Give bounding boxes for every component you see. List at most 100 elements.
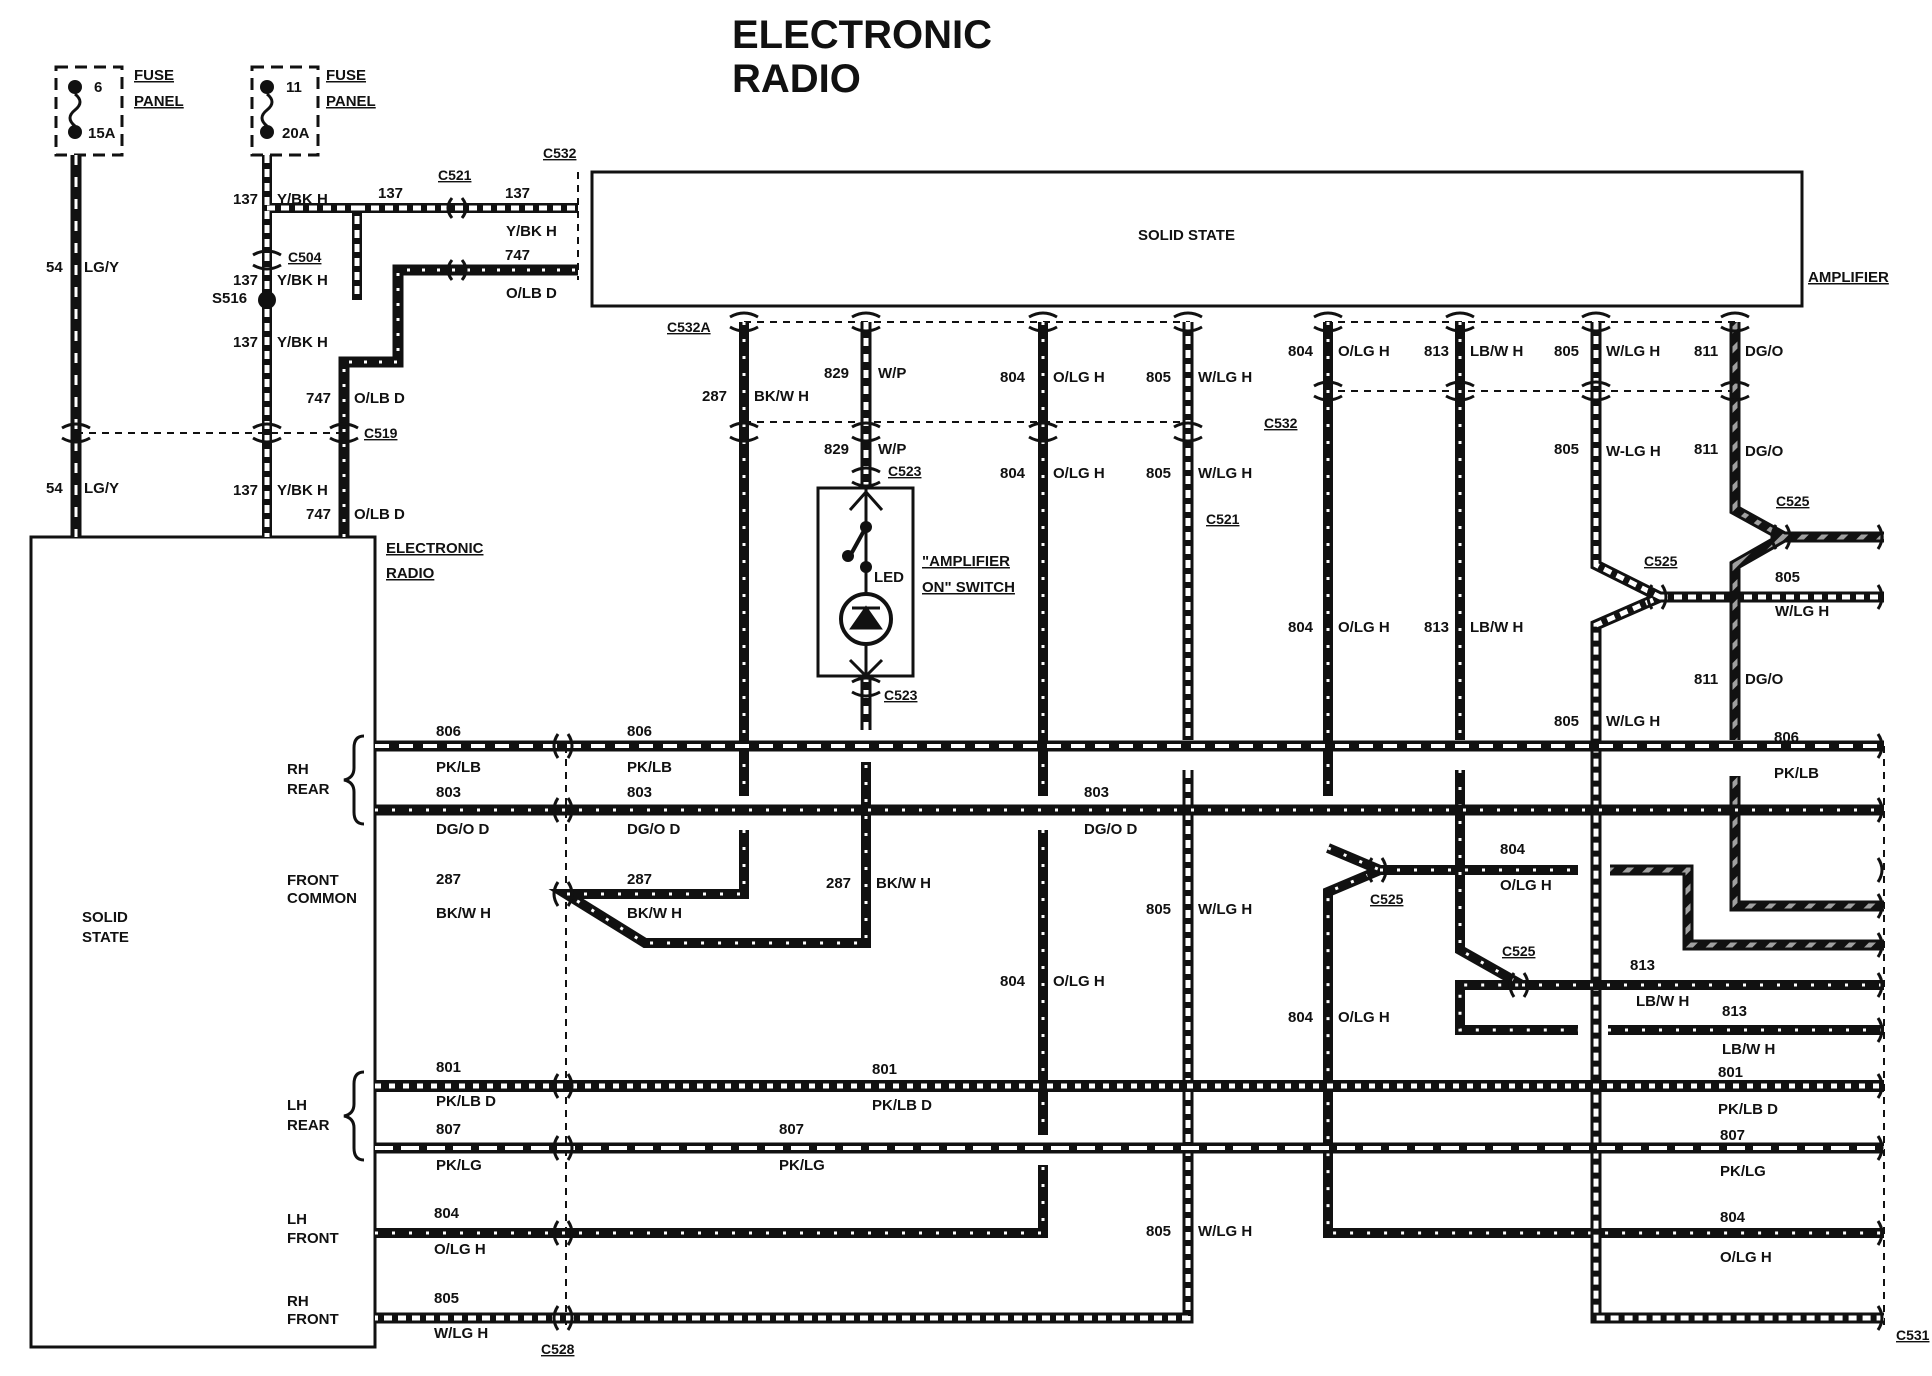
svg-text:829: 829 — [824, 365, 849, 382]
connector-c525-a: C525 — [1776, 493, 1810, 509]
svg-text:15A: 15A — [88, 125, 116, 142]
svg-text:O/LG H: O/LG H — [1500, 877, 1552, 894]
connector-c521: C521 — [438, 167, 472, 183]
svg-text:RH: RH — [287, 761, 309, 778]
svg-text:COMMON: COMMON — [287, 890, 357, 907]
svg-text:FRONT: FRONT — [287, 1311, 339, 1328]
svg-text:804: 804 — [1500, 841, 1526, 858]
amplifier-on-switch: LED — [816, 486, 915, 679]
svg-text:11: 11 — [286, 79, 302, 96]
svg-text:PK/LB D: PK/LB D — [436, 1093, 496, 1110]
svg-text:Y/BK H: Y/BK H — [277, 272, 328, 289]
connector-c528: C528 — [541, 1341, 575, 1357]
svg-text:806: 806 — [436, 723, 461, 740]
svg-text:137: 137 — [233, 482, 258, 499]
connector-c532: C532 — [543, 145, 577, 161]
svg-text:PK/LB: PK/LB — [1774, 765, 1819, 782]
svg-text:W/LG H: W/LG H — [1606, 713, 1660, 730]
fuse-panel-label-1: FUSE PANEL — [134, 67, 184, 110]
svg-text:PK/LG: PK/LG — [436, 1157, 482, 1174]
svg-text:801: 801 — [1718, 1064, 1743, 1081]
connector-c525-b: C525 — [1644, 553, 1678, 569]
svg-text:805: 805 — [1554, 343, 1579, 360]
wire-804 — [375, 322, 1884, 1238]
svg-text:804: 804 — [1720, 1209, 1746, 1226]
svg-text:804: 804 — [1000, 973, 1026, 990]
svg-text:BK/W H: BK/W H — [876, 875, 931, 892]
svg-text:DG/O: DG/O — [1745, 671, 1784, 688]
svg-text:803: 803 — [627, 784, 652, 801]
connector-c532-right: C532 — [1264, 415, 1298, 431]
connector-c523-bottom: C523 — [884, 687, 918, 703]
connector-c531: C531 — [1896, 1327, 1930, 1343]
svg-text:W/P: W/P — [878, 441, 906, 458]
svg-text:Y/BK H: Y/BK H — [506, 223, 557, 240]
svg-text:BK/W H: BK/W H — [627, 905, 682, 922]
svg-text:DG/O: DG/O — [1745, 443, 1784, 460]
svg-text:801: 801 — [436, 1059, 461, 1076]
svg-text:O/LG H: O/LG H — [1053, 369, 1105, 386]
diagram-title: ELECTRONIC RADIO — [732, 13, 992, 101]
svg-text:W/LG H: W/LG H — [1198, 465, 1252, 482]
connector-c504: C504 — [288, 249, 322, 265]
amplifier-on-switch-label: "AMPLIFIER ON" SWITCH — [922, 553, 1015, 596]
wire-813 — [1455, 322, 1884, 1035]
svg-text:REAR: REAR — [287, 1117, 330, 1134]
svg-text:LH: LH — [287, 1211, 307, 1228]
connector-c523-top: C523 — [888, 463, 922, 479]
solid-state-amplifier: SOLID STATE — [590, 170, 1804, 308]
svg-text:807: 807 — [436, 1121, 461, 1138]
svg-text:W/LG H: W/LG H — [1775, 603, 1829, 620]
svg-text:PK/LB: PK/LB — [436, 759, 481, 776]
svg-text:804: 804 — [1000, 369, 1026, 386]
svg-text:O/LG H: O/LG H — [1338, 1009, 1390, 1026]
svg-text:W/LG H: W/LG H — [1198, 369, 1252, 386]
svg-text:O/LG H: O/LG H — [1338, 619, 1390, 636]
svg-text:FUSE: FUSE — [326, 67, 366, 84]
svg-text:LB/W H: LB/W H — [1470, 619, 1523, 636]
svg-text:O/LB D: O/LB D — [506, 285, 557, 302]
svg-text:W-LG H: W-LG H — [1606, 443, 1661, 460]
svg-text:O/LG H: O/LG H — [1053, 973, 1105, 990]
svg-text:137: 137 — [233, 334, 258, 351]
svg-text:803: 803 — [1084, 784, 1109, 801]
connector-markers — [61, 197, 1884, 1331]
electronic-radio-label: ELECTRONIC RADIO — [386, 540, 484, 582]
svg-text:PK/LG: PK/LG — [779, 1157, 825, 1174]
amplifier-label: AMPLIFIER — [1808, 269, 1889, 286]
svg-text:805: 805 — [1554, 441, 1579, 458]
svg-text:813: 813 — [1722, 1003, 1747, 1020]
svg-text:287: 287 — [436, 871, 461, 888]
svg-text:804: 804 — [1000, 465, 1026, 482]
svg-text:O/LB D: O/LB D — [354, 506, 405, 523]
splice-s516-label: S516 — [212, 290, 247, 307]
svg-text:806: 806 — [627, 723, 652, 740]
svg-text:FUSE: FUSE — [134, 67, 174, 84]
svg-text:PK/LB D: PK/LB D — [872, 1097, 932, 1114]
svg-text:LG/Y: LG/Y — [84, 480, 119, 497]
svg-text:PK/LB: PK/LB — [627, 759, 672, 776]
svg-text:137: 137 — [233, 191, 258, 208]
svg-text:806: 806 — [1774, 729, 1799, 746]
splice-s516 — [258, 291, 276, 309]
svg-text:804: 804 — [1288, 1009, 1314, 1026]
svg-text:DG/O D: DG/O D — [627, 821, 681, 838]
svg-text:805: 805 — [434, 1290, 459, 1307]
svg-text:804: 804 — [434, 1205, 460, 1222]
svg-text:O/LG H: O/LG H — [1338, 343, 1390, 360]
svg-text:ON" SWITCH: ON" SWITCH — [922, 579, 1015, 596]
svg-text:813: 813 — [1424, 343, 1449, 360]
svg-text:747: 747 — [306, 506, 331, 523]
connector-labels: C532 C521 C504 S516 C519 C532A C523 C523… — [212, 145, 1930, 1357]
svg-text:Y/BK H: Y/BK H — [277, 482, 328, 499]
svg-text:RADIO: RADIO — [386, 565, 435, 582]
svg-text:805: 805 — [1554, 713, 1579, 730]
svg-text:137: 137 — [233, 272, 258, 289]
svg-text:RH: RH — [287, 1293, 309, 1310]
svg-text:REAR: REAR — [287, 781, 330, 798]
svg-text:805: 805 — [1146, 465, 1171, 482]
svg-text:PK/LG: PK/LG — [1720, 1163, 1766, 1180]
svg-text:137: 137 — [378, 185, 403, 202]
